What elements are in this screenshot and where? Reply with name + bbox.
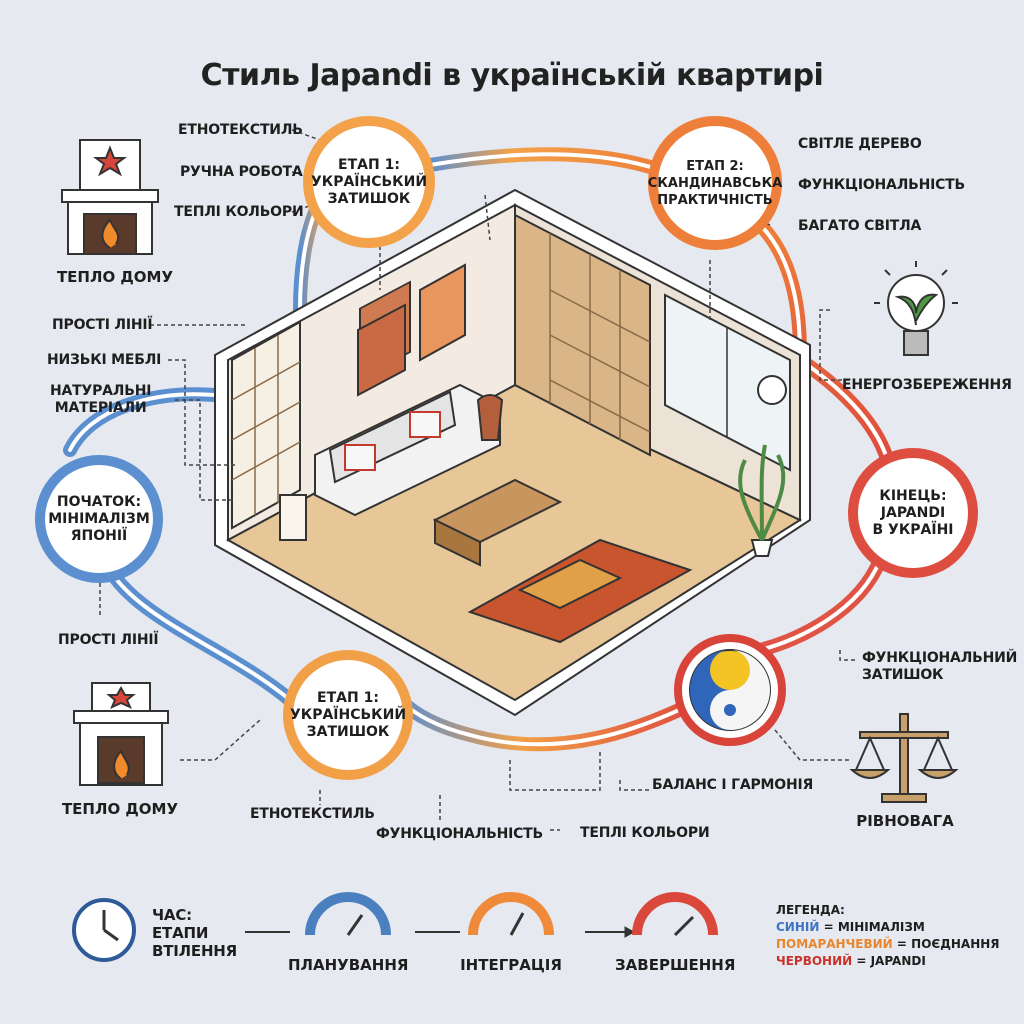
label-ethnotextile-bottom: ЕТНОТЕКСТИЛЬ — [250, 806, 375, 822]
caption-home-warmth-bottom: ТЕПЛО ДОМУ — [61, 800, 179, 818]
scales-icon — [849, 713, 959, 803]
timeline-step-completion: ЗАВЕРШЕННЯ — [615, 956, 736, 974]
label-energy-saving: ЕНЕРГОЗБЕРЕЖЕННЯ — [842, 377, 1012, 393]
label-functionality-top: ФУНКЦІОНАЛЬНІСТЬ — [798, 177, 966, 193]
node-start: ПОЧАТОК: МІНІМАЛІЗМ ЯПОНІЇ — [35, 455, 163, 583]
caption-home-warmth-top: ТЕПЛО ДОМУ — [56, 268, 174, 286]
label-balance-harmony: БАЛАНС І ГАРМОНІЯ — [652, 777, 814, 793]
legend-item-blue: СИНІЙ = МІНІМАЛІЗМ — [776, 920, 925, 934]
label-simple-lines-top: ПРОСТІ ЛІНІЇ — [52, 317, 153, 333]
label-natural-materials: НАТУРАЛЬНІ МАТЕРІАЛИ — [50, 383, 152, 416]
node-stage1-top: ЕТАП 1: УКРАЇНСЬКИЙ ЗАТИШОК — [303, 116, 435, 248]
page-title: Стиль Japandi в українській квартирі — [200, 58, 824, 93]
fireplace-icon — [61, 139, 159, 255]
label-much-light: БАГАТО СВІТЛА — [798, 218, 922, 234]
legend-item-orange: ПОМАРАНЧЕВИЙ = ПОЄДНАННЯ — [776, 937, 1000, 951]
label-warm-colors-bottom: ТЕПЛІ КОЛЬОРИ — [580, 825, 710, 841]
gauge-planning — [305, 892, 391, 936]
timeline-step-planning: ПЛАНУВАННЯ — [288, 956, 409, 974]
caption-balance: РІВНОВАГА — [856, 812, 954, 830]
node-stage1-bottom: ЕТАП 1: УКРАЇНСЬКИЙ ЗАТИШОК — [283, 650, 413, 780]
label-functional-cozy: ФУНКЦІОНАЛЬНИЙ ЗАТИШОК — [862, 650, 1018, 683]
isometric-room — [214, 188, 811, 717]
legend: ЛЕГЕНДА: СИНІЙ = МІНІМАЛІЗМ ПОМАРАНЧЕВИЙ… — [776, 902, 1000, 970]
label-warm-colors-top: ТЕПЛІ КОЛЬОРИ — [174, 204, 304, 220]
label-light-wood: СВІТЛЕ ДЕРЕВО — [798, 136, 922, 152]
label-low-furniture: НИЗЬКІ МЕБЛІ — [47, 352, 162, 368]
legend-item-red: ЧЕРВОНИЙ = JAPANDI — [776, 954, 926, 968]
node-stage2: ЕТАП 2: СКАНДИНАВСЬКА ПРАКТИЧНІСТЬ — [648, 116, 782, 250]
gauge-completion — [632, 892, 718, 937]
gauge-integration — [468, 892, 554, 936]
label-handmade: РУЧНА РОБОТА — [180, 164, 303, 180]
yin-yang-icon — [674, 634, 786, 746]
label-simple-lines-bottom: ПРОСТІ ЛІНІЇ — [58, 632, 159, 648]
fireplace-icon — [73, 682, 169, 786]
label-ethnotextile-top: ЕТНОТЕКСТИЛЬ — [178, 122, 303, 138]
lightbulb-icon — [874, 261, 958, 356]
timeline-label: ЧАС: ЕТАПИ ВТІЛЕННЯ — [152, 906, 238, 960]
label-functionality-bottom: ФУНКЦІОНАЛЬНІСТЬ — [376, 826, 544, 842]
node-end: КІНЕЦЬ: JAPANDI В УКРАЇНІ — [848, 448, 978, 578]
legend-title: ЛЕГЕНДА: — [776, 903, 845, 917]
timeline — [72, 898, 636, 962]
timeline-step-integration: ІНТЕГРАЦІЯ — [460, 956, 562, 974]
